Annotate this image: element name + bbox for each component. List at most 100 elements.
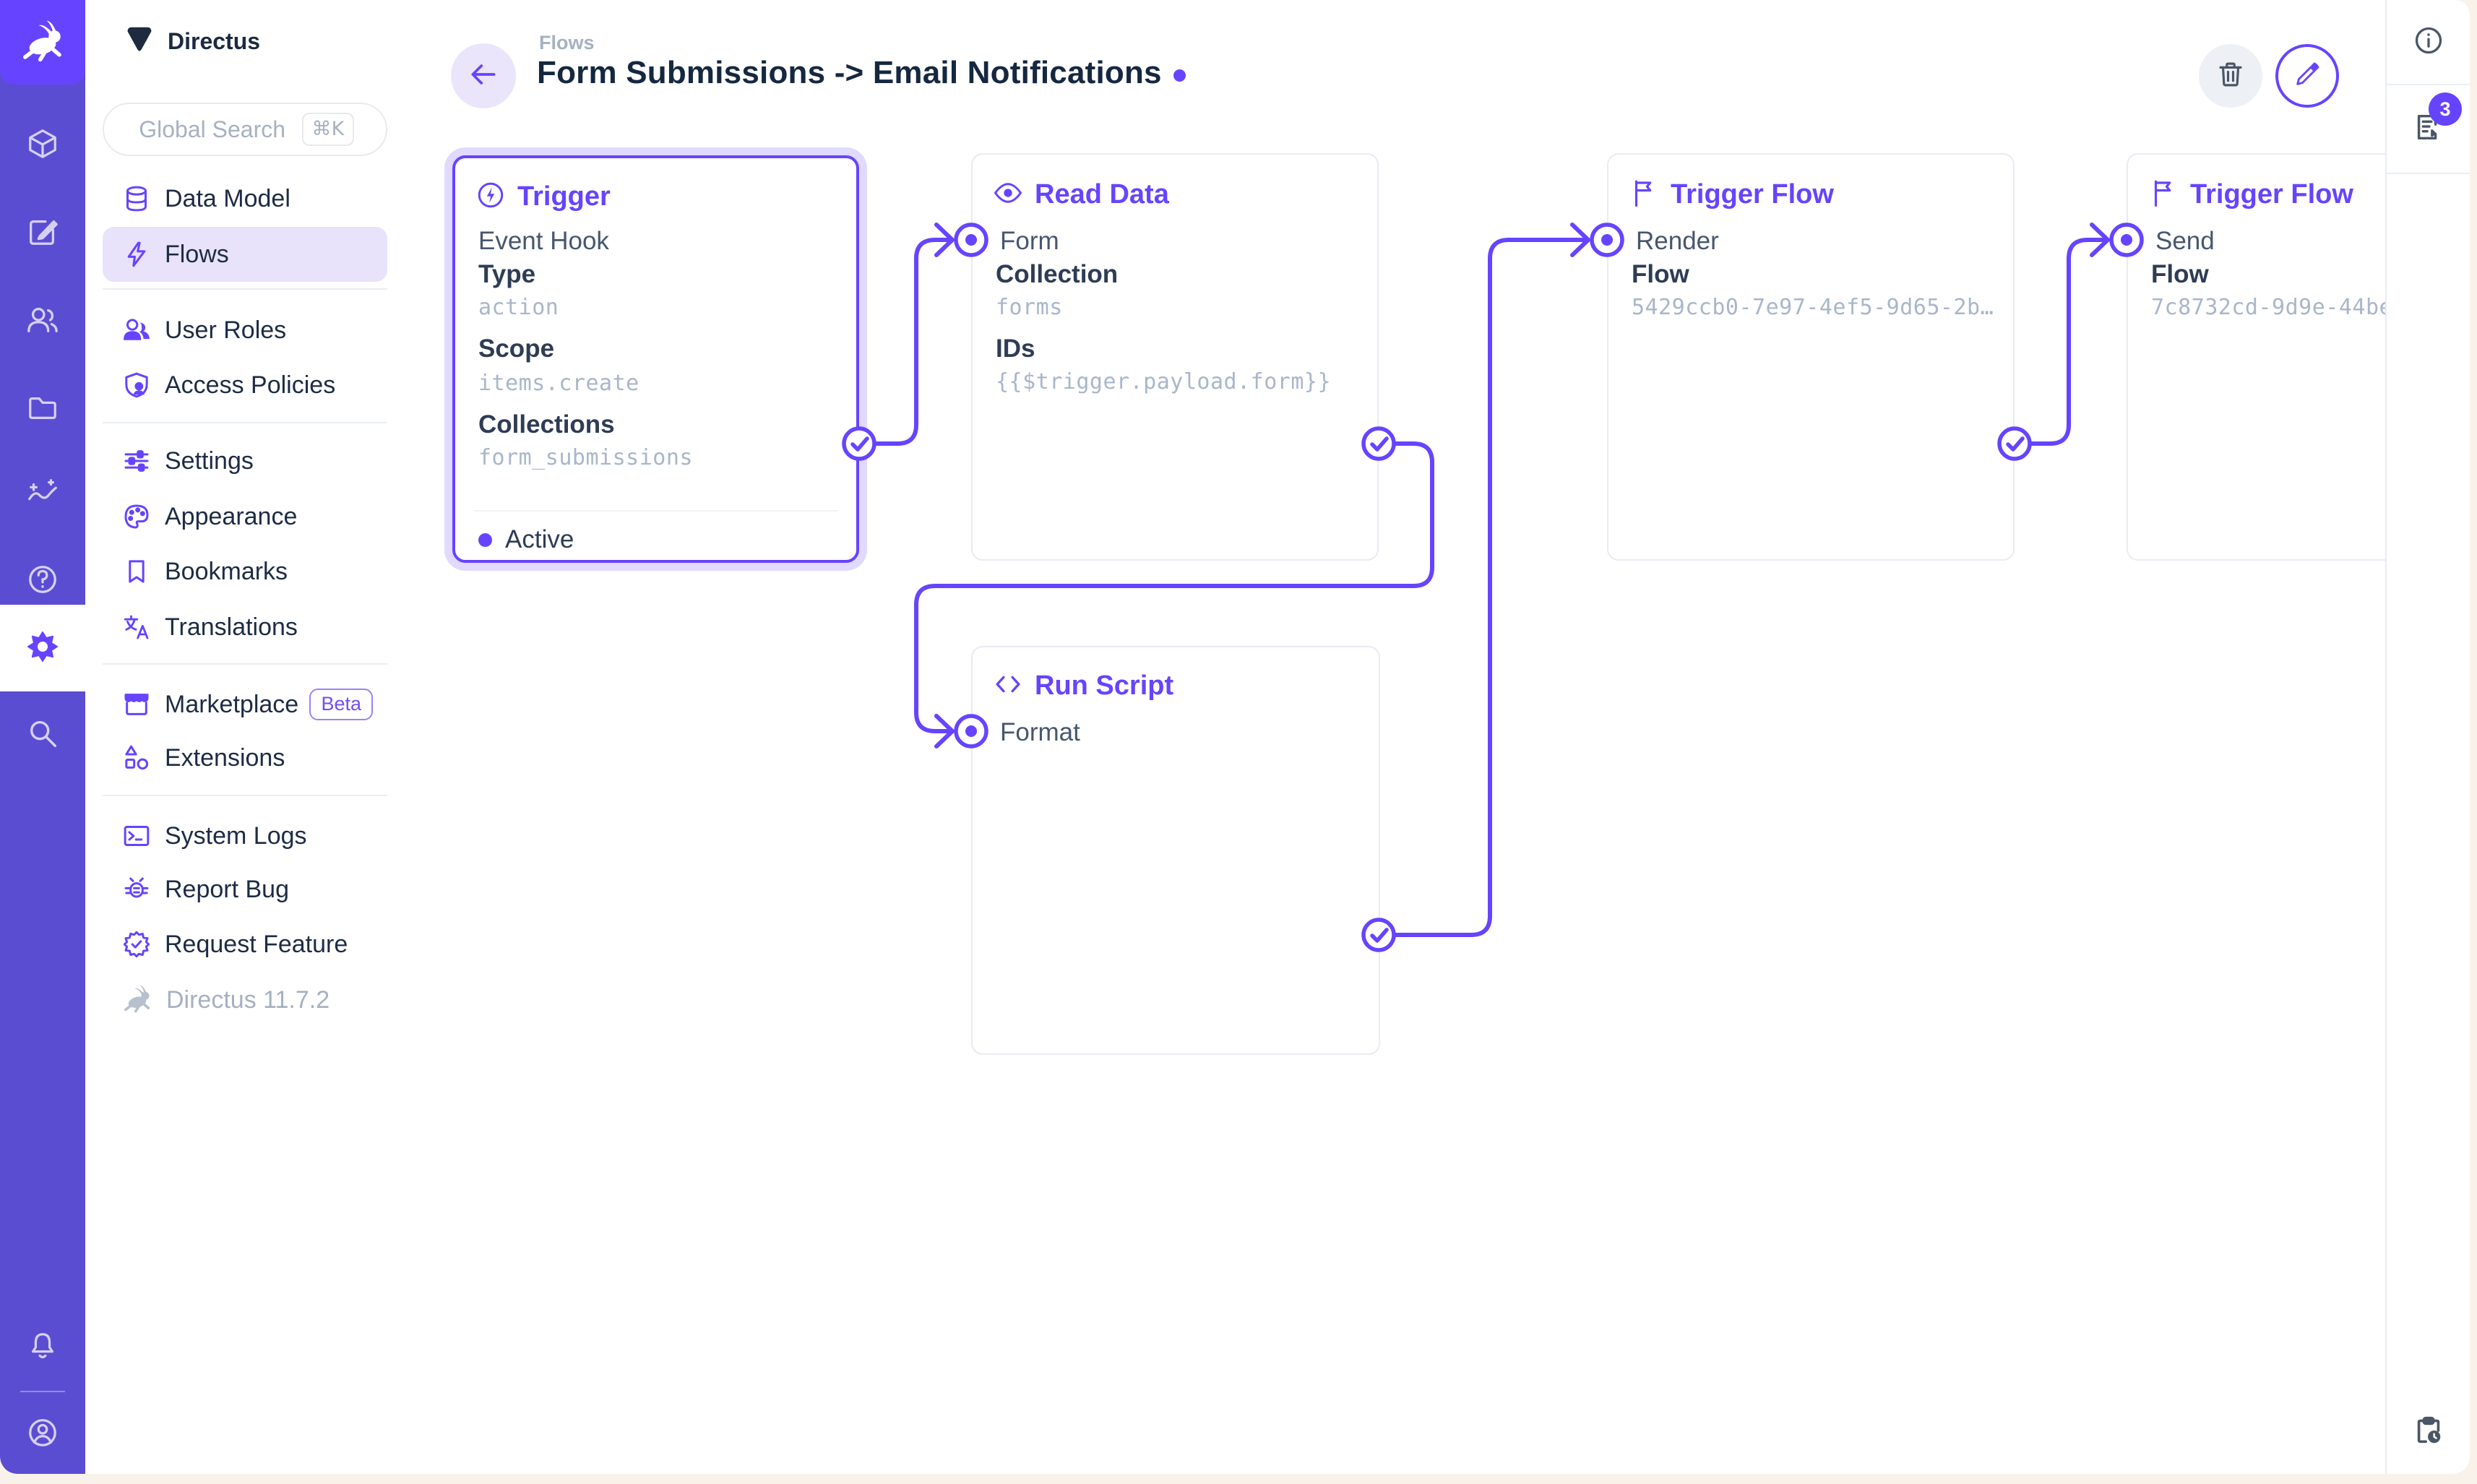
users-icon <box>26 303 59 340</box>
page-title-row: Form Submissions -> Email Notifications <box>537 55 1186 91</box>
flow-node-trigger-flow-render[interactable]: Trigger Flow Render Flow 5429ccb0-7e97-4… <box>1607 153 2015 561</box>
rabbit-gray-icon <box>121 983 153 1018</box>
sidebar-item-report-bug[interactable]: Report Bug <box>103 862 387 917</box>
project-name: Directus <box>168 27 261 54</box>
field-value: 5429ccb0-7e97-4ef5-9d65-2b… <box>1632 295 1994 320</box>
sidebar-divider <box>103 422 387 423</box>
card-title: Trigger Flow <box>1671 179 1834 210</box>
notification-badge: 3 <box>2429 92 2462 126</box>
app-version: Directus 11.7.2 <box>166 985 330 1014</box>
sidebar-item-data-model[interactable]: Data Model <box>103 171 387 226</box>
directus-logo-button[interactable] <box>0 0 85 85</box>
search-input[interactable] <box>135 116 289 143</box>
module-editor[interactable] <box>0 199 85 268</box>
extensions-icon <box>121 743 152 773</box>
sidebar-item-system-logs[interactable]: System Logs <box>103 808 387 863</box>
bell-icon <box>26 1329 59 1366</box>
field-label: IDs <box>996 335 1035 363</box>
breadcrumb[interactable]: Flows <box>539 32 595 53</box>
sidebar-item-flows[interactable]: Flows <box>103 227 387 282</box>
sidebar-item-extensions[interactable]: Extensions <box>103 730 387 785</box>
sidebar-item-request-feature[interactable]: Request Feature <box>103 917 387 972</box>
card-header: Trigger <box>475 180 611 214</box>
card-divider <box>474 510 837 512</box>
field-value: items.create <box>478 371 639 396</box>
nav-sidebar: Directus ⌘K Data Model Flows <box>85 0 395 1474</box>
back-button[interactable] <box>451 43 516 108</box>
module-files[interactable] <box>0 375 85 444</box>
module-content[interactable] <box>0 111 85 180</box>
info-icon <box>2413 25 2444 60</box>
field-value: action <box>478 295 559 320</box>
card-header: Trigger Flow <box>1629 178 1834 212</box>
activity-clipboard-button[interactable] <box>2387 1405 2470 1459</box>
help-icon <box>26 563 59 600</box>
page-title: Form Submissions -> Email Notifications <box>537 55 1162 90</box>
field-value: 7c8732cd-9d9e-44be <box>2151 295 2385 320</box>
pencil-icon <box>2293 60 2322 92</box>
sidebar-item-label: Request Feature <box>165 930 348 958</box>
input-label: Form <box>1000 227 1059 255</box>
sidebar-item-appearance[interactable]: Appearance <box>103 489 387 544</box>
sidebar-item-label: Appearance <box>165 502 298 530</box>
edit-flow-button[interactable] <box>2275 44 2339 108</box>
sidebar-item-translations[interactable]: Translations <box>103 600 387 655</box>
module-search[interactable] <box>0 700 85 769</box>
translate-icon <box>121 612 152 642</box>
sidebar-item-label: Flows <box>165 240 229 268</box>
trigger-bolt-icon <box>475 180 506 214</box>
sidebar-item-label: System Logs <box>165 821 307 850</box>
module-bar <box>0 0 85 1474</box>
field-label: Flow <box>1632 260 1689 288</box>
bolt-icon <box>121 239 152 269</box>
sidebar-item-user-roles[interactable]: User Roles <box>103 303 387 358</box>
input-label: Send <box>2155 227 2215 255</box>
flow-node-trigger[interactable]: Trigger Event Hook Type action Scope ite… <box>452 155 859 563</box>
field-label: Type <box>478 260 536 288</box>
flag-icon <box>2148 178 2179 212</box>
sidebar-item-access-policies[interactable]: Access Policies <box>103 358 387 413</box>
bug-icon <box>121 874 152 905</box>
project-shield-icon <box>123 23 156 60</box>
right-sidebar-divider <box>2387 173 2470 174</box>
project-row[interactable]: Directus <box>103 17 260 65</box>
delete-flow-button[interactable] <box>2199 44 2262 108</box>
flow-canvas[interactable]: Flows Form Submissions -> Email Notifica… <box>395 0 2385 1474</box>
module-users[interactable] <box>0 287 85 356</box>
logs-button[interactable]: 3 <box>2387 92 2470 156</box>
module-insights[interactable] <box>0 460 85 529</box>
module-bar-divider <box>20 1391 65 1392</box>
directus-rabbit-icon <box>19 17 66 68</box>
folder-icon <box>26 392 59 428</box>
shield-user-icon <box>121 370 152 400</box>
logs-icon <box>2412 111 2445 147</box>
sidebar-item-settings[interactable]: Settings <box>103 433 387 488</box>
field-label: Collection <box>996 260 1119 288</box>
sidebar-item-label: Data Model <box>165 184 290 212</box>
flow-node-run-script[interactable]: Run Script Format <box>971 646 1380 1055</box>
eye-icon <box>993 178 1023 212</box>
module-notifications[interactable] <box>0 1313 85 1382</box>
terminal-icon <box>121 821 152 851</box>
global-search[interactable]: ⌘K <box>103 103 387 156</box>
input-label: Render <box>1636 227 1719 255</box>
card-header: Trigger Flow <box>2148 178 2353 212</box>
user-roles-icon <box>121 315 152 345</box>
module-help[interactable] <box>0 546 85 616</box>
trigger-subtitle: Event Hook <box>478 227 609 255</box>
sidebar-item-marketplace[interactable]: Marketplace Beta <box>103 677 387 732</box>
module-settings[interactable] <box>0 605 85 691</box>
field-label: Collections <box>478 410 615 439</box>
flow-status-dot <box>1173 69 1186 82</box>
sidebar-item-bookmarks[interactable]: Bookmarks <box>103 544 387 599</box>
info-button[interactable] <box>2387 14 2470 69</box>
module-account[interactable] <box>0 1399 85 1469</box>
input-label: Format <box>1000 718 1080 746</box>
field-value: {{$trigger.payload.form}} <box>996 369 1332 394</box>
flow-node-read-data[interactable]: Read Data Form Collection forms IDs {{$t… <box>971 153 1379 561</box>
field-value: forms <box>996 295 1063 320</box>
right-sidebar-divider <box>2387 84 2470 85</box>
palette-icon <box>121 501 152 532</box>
flow-node-trigger-flow-send[interactable]: Trigger Flow Send Flow 7c8732cd-9d9e-44b… <box>2127 153 2385 561</box>
user-avatar-icon <box>26 1416 59 1453</box>
